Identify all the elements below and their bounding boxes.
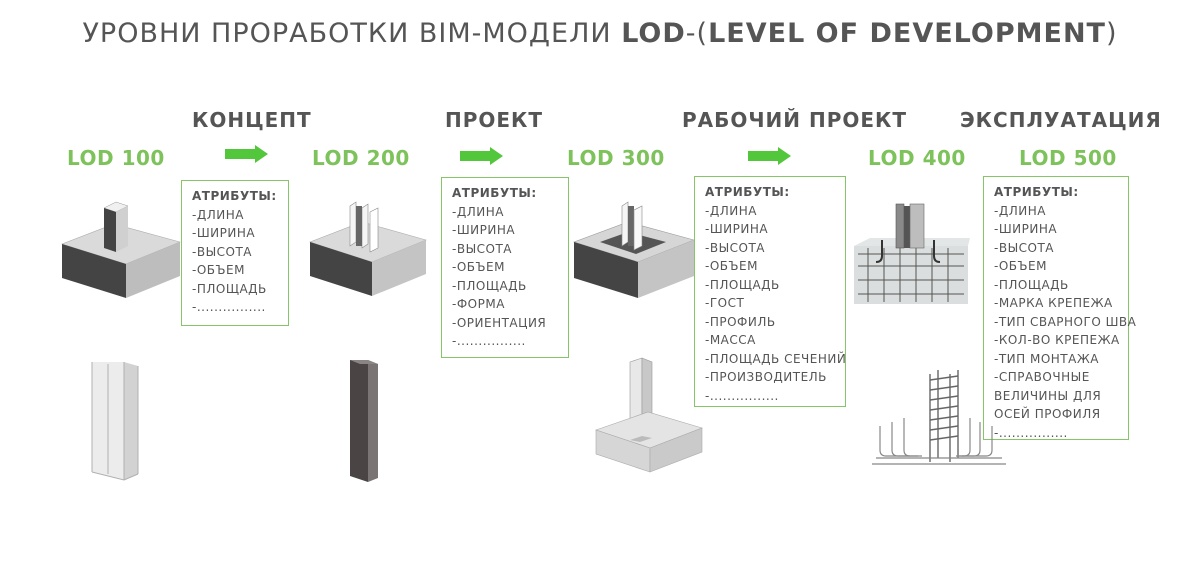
lod-300-label: LOD 300 [567,146,665,170]
attribute-item: ВЕЛИЧИНЫ ДЛЯ [994,388,1102,403]
attribute-item: -КОЛ-ВО КРЕПЕЖА [994,333,1120,347]
attribute-item: -МАССА [705,333,756,347]
attribute-item: -ВЫСОТА [452,241,513,256]
attribute-item: -МАРКА КРЕПЕЖА [994,296,1113,310]
attributes-box-lod200: АТРИБУТЫ: -ДЛИНА -ШИРИНА -ВЫСОТА -ОБЪЕМ … [441,177,569,358]
lod-400-label: LOD 400 [868,146,966,170]
attribute-item: -ПЛОЩАДЬ СЕЧЕНИЙ [705,351,847,366]
lod300-footing-figure [573,201,695,298]
stage-label-operation: ЭКСПЛУАТАЦИЯ [960,108,1162,132]
attribute-item: -ПЛОЩАДЬ [452,278,527,293]
attribute-item: -ДЛИНА [452,204,504,219]
attribute-item: -ОБЪЕМ [705,259,758,273]
attribute-item: -ОРИЕНТАЦИЯ [452,315,547,330]
attribute-item: -ДЛИНА [192,207,244,222]
attributes-box-lod100: АТРИБУТЫ: -ДЛИНА -ШИРИНА -ВЫСОТА -ОБЪЕМ … [181,180,289,326]
attribute-item: -ПРОИЗВОДИТЕЛЬ [705,370,827,384]
lod400-column-figure [872,370,1006,465]
stage-label-concept: КОНЦЕПТ [192,108,312,132]
attribute-item: -ШИРИНА [452,223,516,237]
attribute-item: -ОБЪЕМ [994,259,1047,273]
attribute-item: -ОБЪЕМ [192,263,245,277]
lod-500-label: LOD 500 [1019,146,1117,170]
attribute-item: -ШИРИНА [994,222,1058,236]
attribute-item: -................ [994,425,1068,440]
attribute-item: -................ [705,388,779,403]
attribute-item: -ПЛОЩАДЬ [994,277,1069,292]
lod-200-label: LOD 200 [312,146,410,170]
arrow-right-icon [748,147,791,165]
attributes-box-lod300: АТРИБУТЫ: -ДЛИНА -ШИРИНА -ВЫСОТА -ОБЪЕМ … [694,176,846,407]
attribute-item: -ГОСТ [705,296,745,310]
arrow-right-icon [225,145,268,163]
attribute-item: -ПРОФИЛЬ [705,314,776,329]
attribute-item: -ПЛОЩАДЬ [705,277,780,292]
attribute-item: -ТИП МОНТАЖА [994,351,1099,366]
page-title: УРОВНИ ПРОРАБОТКИ BIM-МОДЕЛИ LOD-(LEVEL … [82,18,1118,49]
lod300-column-figure [595,357,703,473]
attribute-item: -ПЛОЩАДЬ [192,281,267,296]
stage-label-working-project: РАБОЧИЙ ПРОЕКТ [682,108,908,132]
attributes-heading: АТРИБУТЫ: [994,185,1079,199]
attribute-item: -ШИРИНА [192,226,256,240]
attribute-item: -ВЫСОТА [994,240,1055,255]
attribute-item: -ВЫСОТА [705,240,766,255]
attribute-item: -ТИП СВАРНОГО ШВА [994,314,1137,329]
attributes-heading: АТРИБУТЫ: [192,189,277,203]
attributes-box-lod500: АТРИБУТЫ: -ДЛИНА -ШИРИНА -ВЫСОТА -ОБЪЕМ … [983,176,1137,440]
lod100-column-figure [91,362,139,481]
attribute-item: -ДЛИНА [705,203,757,218]
attribute-item: -ДЛИНА [994,203,1046,218]
lod-100-label: LOD 100 [67,146,165,170]
attribute-item: -ОБЪЕМ [452,260,505,274]
lod400-footing-figure [854,203,970,304]
attributes-heading: АТРИБУТЫ: [705,185,790,199]
lod200-column-figure [350,360,378,482]
attribute-item: -................ [192,300,266,314]
arrow-right-icon [460,147,503,165]
stage-label-project: ПРОЕКТ [445,108,544,132]
lod100-footing-figure [61,201,181,298]
attribute-item: -ШИРИНА [705,222,769,236]
attribute-item: -ФОРМА [452,297,505,311]
lod200-footing-figure [309,201,427,296]
attributes-heading: АТРИБУТЫ: [452,186,537,200]
attribute-item: -................ [452,334,526,348]
attribute-item: -СПРАВОЧНЫЕ [994,370,1090,384]
attribute-item: ОСЕЙ ПРОФИЛЯ [994,407,1101,421]
attribute-item: -ВЫСОТА [192,244,253,259]
